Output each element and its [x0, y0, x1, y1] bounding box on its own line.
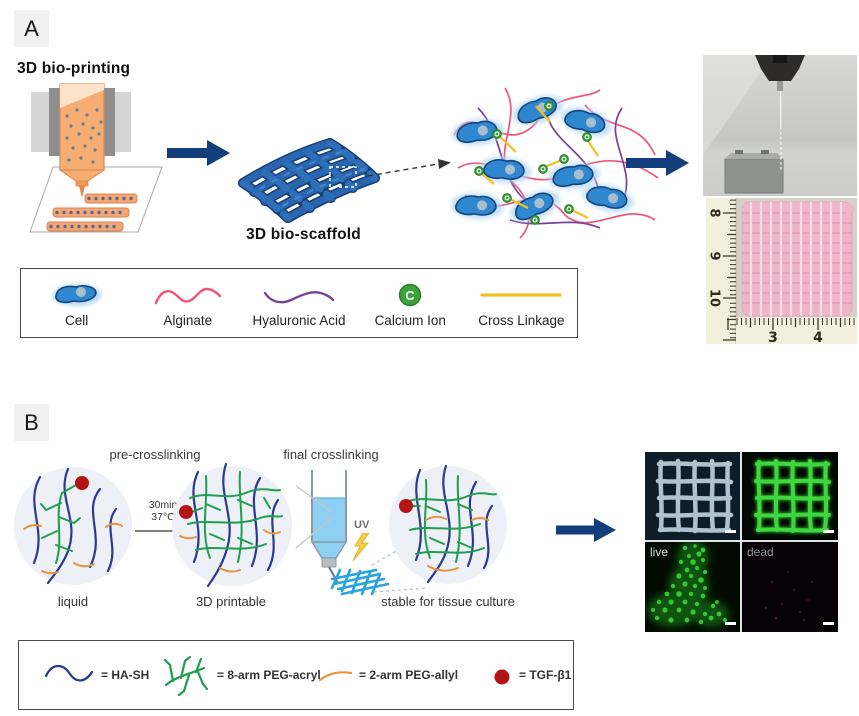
- cell-network-illustration-icon: [451, 87, 659, 239]
- scaffold-label: 3D bio-scaffold: [246, 226, 361, 243]
- calcium-ion-icon: C: [397, 278, 423, 312]
- brightfield-scaffold-image: [645, 452, 740, 540]
- legend-item-alginate: Alginate: [132, 269, 243, 337]
- dead-label: dead: [747, 545, 774, 559]
- uv-lightning-icon: [352, 533, 370, 561]
- right-arrow-icon: [167, 140, 230, 166]
- panel-a-label: A: [14, 10, 49, 47]
- live-cells-image: live: [645, 542, 740, 632]
- dead-cells-image: dead: [742, 542, 838, 632]
- printer-head: [31, 83, 131, 198]
- scale-bar: [725, 530, 736, 533]
- extrusion-photo: [703, 55, 857, 196]
- ruler-number: 3: [768, 330, 778, 344]
- alginate-wave-icon: [153, 278, 223, 312]
- ruler-number: 4: [813, 330, 823, 344]
- stable-state-illustration-icon: [389, 464, 507, 584]
- final-crosslinking-title: final crosslinking: [283, 447, 379, 462]
- transition-time: 30min: [148, 499, 178, 511]
- legend-panel-b: = HA-SH = 8-arm PEG-acryl = 2-arm PEG-al…: [18, 640, 574, 710]
- tgf-dot: [179, 505, 193, 519]
- printed-scaffold-photo: 8 9 10 3 4: [706, 198, 857, 344]
- liquid-state-illustration-icon: [14, 467, 132, 585]
- calcium-letter: C: [406, 288, 416, 303]
- legend-label: = HA-SH: [101, 668, 150, 682]
- printable-state-illustration-icon: [172, 462, 292, 588]
- right-arrow-icon: [556, 518, 616, 542]
- tgf-dot: [399, 499, 413, 513]
- peg-acryl-icon: [163, 655, 209, 697]
- fluorescent-scaffold-image: [742, 452, 838, 540]
- legend-item-calcium-ion: C Calcium Ion: [355, 269, 466, 337]
- scaffold-illustration-icon: [238, 138, 380, 223]
- legend-item-cross-linkage: Cross Linkage: [466, 269, 577, 337]
- tgf-dot: [75, 476, 89, 490]
- zoom-region-box: [329, 166, 357, 188]
- legend-item-hyaluronic-acid: Hyaluronic Acid: [243, 269, 354, 337]
- legend-label: Calcium Ion: [374, 313, 446, 328]
- state-label-printable: 3D printable: [195, 594, 267, 609]
- legend-label: Alginate: [163, 313, 213, 328]
- microscopy-grid: live dead: [645, 452, 838, 632]
- bioprinter-illustration-icon: [29, 83, 163, 233]
- printed-strips: [46, 193, 138, 232]
- scale-bar: [823, 622, 834, 625]
- legend-label: Cell: [64, 313, 89, 328]
- legend-label: = TGF-β1: [519, 668, 572, 682]
- state-label-liquid: liquid: [57, 594, 89, 609]
- cell-icon: [50, 278, 104, 312]
- uv-label: UV: [354, 519, 370, 531]
- transition-temp: 37°C: [151, 511, 175, 523]
- ha-sh-wave-icon: [44, 664, 94, 682]
- legend-label: Cross Linkage: [478, 313, 565, 328]
- scale-bar: [823, 530, 834, 533]
- tgf-dot-icon: [494, 669, 510, 685]
- hyaluronic-wave-icon: [262, 278, 336, 312]
- ruler-number: 9: [707, 251, 722, 260]
- scale-bar: [725, 622, 736, 625]
- peg-allyl-icon: [318, 671, 353, 682]
- legend-item-cell: Cell: [21, 269, 132, 337]
- right-arrow-icon: [626, 150, 689, 176]
- uv-printing-syringe-icon: [310, 470, 390, 596]
- legend-panel-a: Cell Alginate Hyaluronic Acid C: [20, 268, 578, 338]
- state-label-stable: stable for tissue culture: [381, 594, 515, 609]
- printed-mesh: [330, 568, 390, 596]
- calcium-ions: [474, 101, 592, 225]
- legend-label: Hyaluronic Acid: [252, 313, 346, 328]
- ruler-number: 8: [707, 208, 722, 217]
- legend-label: = 8-arm PEG-acryl: [217, 668, 321, 682]
- cross-linkage-line-icon: [480, 278, 563, 312]
- bioprinting-title: 3D bio-printing: [17, 60, 131, 77]
- pre-crosslinking-title: pre-crosslinking: [109, 447, 201, 462]
- cells: [451, 95, 634, 222]
- ruler-number: 10: [707, 289, 722, 307]
- legend-label: = 2-arm PEG-allyl: [359, 668, 459, 682]
- panel-b-label: B: [14, 404, 49, 441]
- live-label: live: [650, 545, 669, 559]
